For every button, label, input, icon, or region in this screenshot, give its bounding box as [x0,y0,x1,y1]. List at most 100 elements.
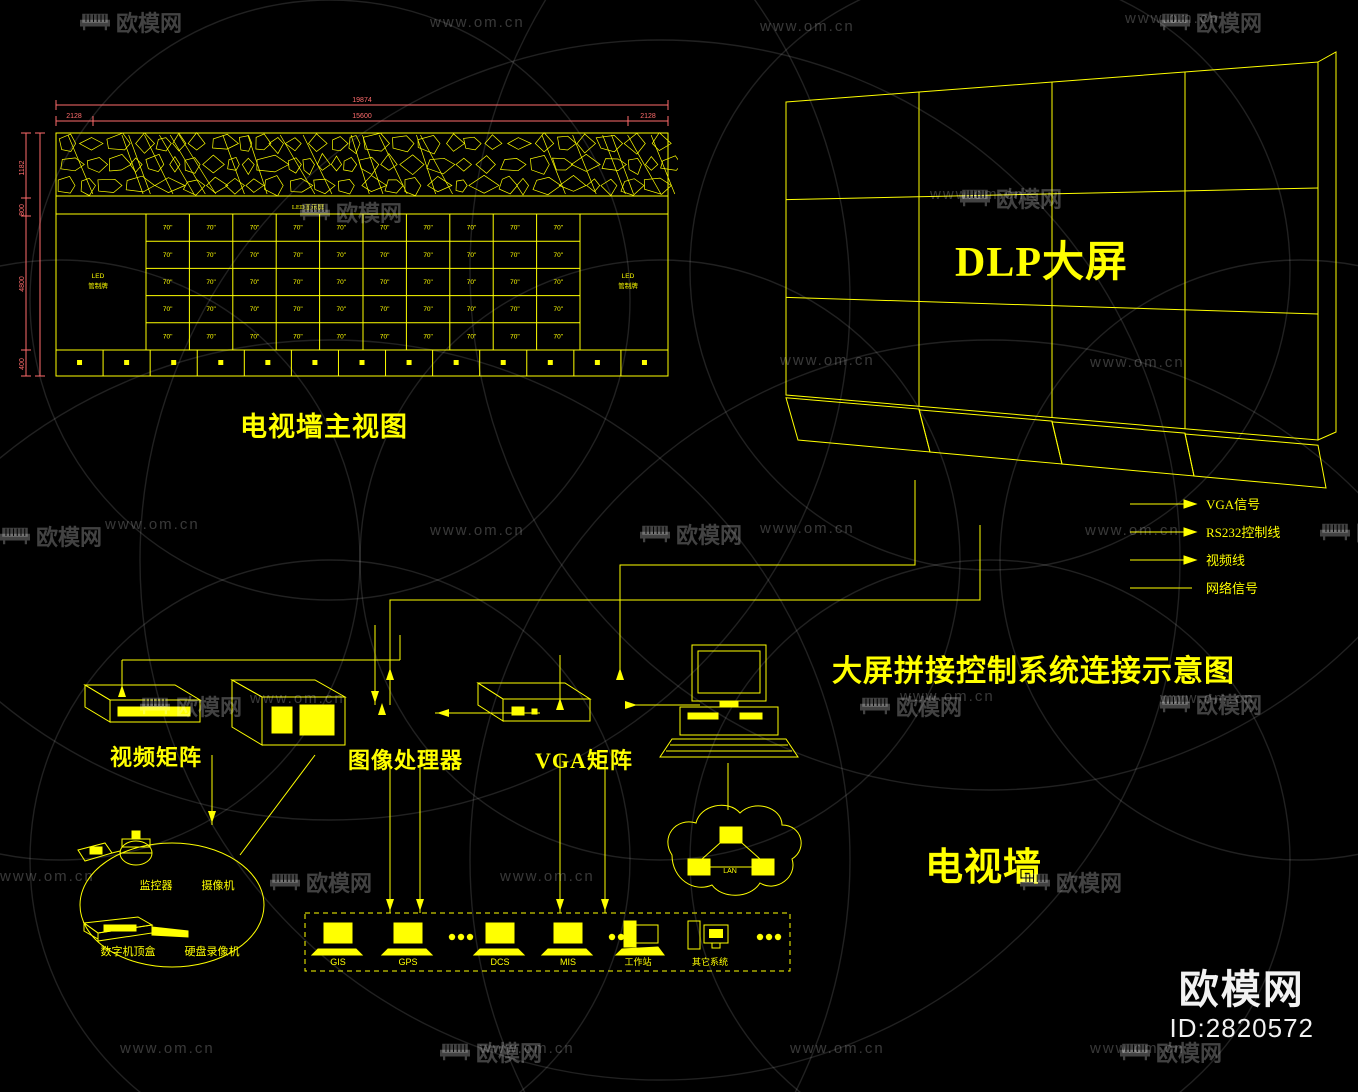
vga-matrix-label: VGA矩阵 [535,748,633,773]
ellipsis-dot-icon [626,933,634,941]
legend-item-label: RS232控制线 [1206,525,1280,540]
source-desktop-icon [687,920,729,950]
screen-cell-label: 70" [423,333,433,340]
led-strip-label: LED显示屏 [292,203,325,211]
screen-cell-label: 70" [337,306,347,313]
screen-cell-label: 70" [554,306,564,313]
screen-cell-label: 70" [510,225,520,232]
ellipsis-dot-icon [466,933,474,941]
camera-group-ellipse [77,830,265,968]
dim-base-height: 400 [19,358,26,370]
screen-cell-label: 70" [250,279,260,286]
screen-cell-label: 70" [510,333,520,340]
screen-cell-label: 70" [380,252,390,259]
source-label: GPS [398,957,417,967]
screen-cell-label: 70" [554,279,564,286]
screen-cell-label: 70" [467,252,477,259]
dim-total-width: 19874 [352,97,372,104]
source-workstation-icon [614,920,665,956]
screen-cell-label: 70" [163,279,173,286]
ellipsis-dot-icon [756,933,764,941]
source-laptop-icon [310,922,364,956]
screen-cell-label: 70" [423,225,433,232]
screen-cell-label: 70" [293,279,303,286]
screen-cell-label: 70" [293,333,303,340]
screen-cell-label: 70" [337,279,347,286]
screen-cell-label: 70" [206,225,216,232]
legend-item-label: 网络信号 [1206,581,1258,596]
led-right-label-top: LED [622,273,635,280]
screen-cell-label: 70" [380,279,390,286]
screen-cell-label: 70" [206,252,216,259]
system-connection-diagram: LAN 监控器 摄像机 数字机顶盒 硬盘录像机 GIS GPS DCS MIS [77,480,981,972]
screen-cell-label: 70" [293,252,303,259]
screen-cell-label: 70" [250,252,260,259]
legend-item-label: VGA信号 [1206,497,1260,512]
screen-cell-label: 70" [293,306,303,313]
camera-label: 摄像机 [202,878,235,892]
ellipsis-dot-icon [765,933,773,941]
legend-arrow-icon [1183,527,1198,537]
screen-cell-label: 70" [380,333,390,340]
dim-right-width: 2128 [640,113,656,120]
screen-cell-label: 70" [337,225,347,232]
control-pc-icon [659,644,799,758]
screen-cell-label: 70" [293,225,303,232]
dvr-label: 硬盘录像机 [185,944,240,958]
screen-cell-label: 70" [163,333,173,340]
dim-band-height: 800 [19,204,26,216]
screen-cell-label: 70" [510,252,520,259]
dim-left-width: 2128 [66,113,82,120]
screen-cell-label: 70" [423,252,433,259]
screen-cell-label: 70" [423,279,433,286]
dlp-screen-drawing [785,51,1337,489]
source-label: MIS [560,957,576,967]
dim-center-width: 15600 [352,113,372,120]
screen-cell-label: 70" [337,252,347,259]
system-diagram-title: 大屏拼接控制系统连接示意图 [832,655,1235,688]
screen-cell-label: 70" [467,279,477,286]
led-right-label-bottom: 管制牌 [618,281,638,290]
screen-cell-label: 70" [250,333,260,340]
screen-cell-label: 70" [423,306,433,313]
screen-cell-label: 70" [250,225,260,232]
video-matrix-label: 视频矩阵 [110,745,203,770]
screen-cell-label: 70" [380,225,390,232]
screen-cell-label: 70" [206,333,216,340]
monitor-label: 监控器 [140,878,173,892]
led-left-label-top: LED [92,273,105,280]
source-laptop-icon [472,922,526,956]
source-label: GIS [330,957,346,967]
screen-cell-label: 70" [510,306,520,313]
source-laptop-icon [540,922,594,956]
lan-label: LAN [723,868,737,875]
legend-item-label: 视频线 [1206,553,1245,568]
screen-cell-label: 70" [554,333,564,340]
source-systems-container [304,912,791,972]
ellipsis-dot-icon [608,933,616,941]
video-matrix-icon [83,684,202,723]
screen-cell-label: 70" [554,252,564,259]
connection-arrowheads [118,668,637,911]
screen-cell-label: 70" [206,279,216,286]
screen-cell-label: 70" [163,306,173,313]
set-top-box-label: 数字机顶盒 [101,944,156,958]
legend-arrow-icon [1183,499,1198,509]
tv-wall-front-view-title: 电视墙主视图 [240,412,408,442]
lan-cloud-icon [667,804,802,896]
screen-cell-label: 70" [380,306,390,313]
ellipsis-dot-icon [617,933,625,941]
vga-matrix-icon [476,682,592,722]
screen-cell-label: 70" [467,333,477,340]
source-label: 其它系统 [692,956,728,967]
ellipsis-dot-icon [457,933,465,941]
screen-cell-label: 70" [337,333,347,340]
source-label: 工作站 [624,956,651,967]
tv-wall-front-view-drawing: 19874 15600 2128 2128 1182 800 4800 400 … [19,97,678,377]
image-processor-label: 图像处理器 [348,748,464,773]
connection-lines [121,480,981,913]
legend-arrow-icon [1183,555,1198,565]
source-label: DCS [490,957,509,967]
screen-cell-label: 70" [250,306,260,313]
